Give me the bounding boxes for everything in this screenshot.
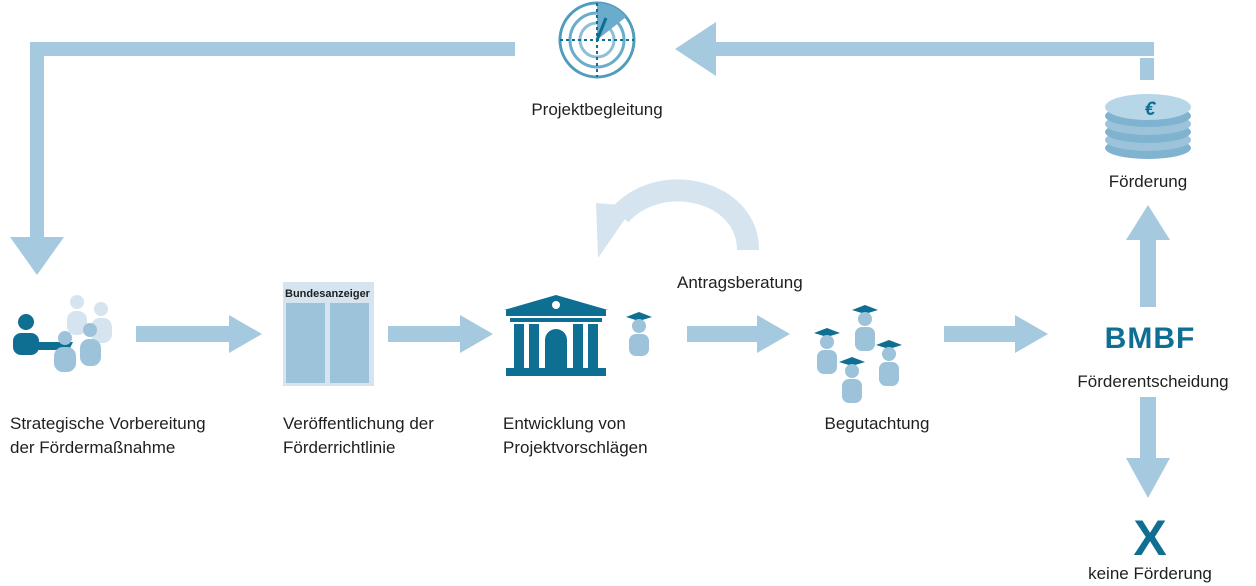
loop-arrow-left [10, 42, 515, 275]
university-icon [504, 295, 608, 376]
newspaper-icon: Bundesanzeiger [283, 282, 374, 386]
monitoring-label: Projektbegleitung [531, 100, 663, 119]
bmbf-label: BMBF [1104, 322, 1196, 355]
decision-label: Förderentscheidung [1077, 372, 1229, 391]
step-review-label: Begutachtung [824, 414, 930, 433]
loop-arrow-right [675, 22, 1154, 80]
no-funding-mark: X [1133, 510, 1167, 566]
step-strategy-line-2: der Fördermaßnahme [10, 438, 176, 457]
graduate-icon [626, 312, 652, 356]
euro-symbol: € [1145, 99, 1157, 120]
step-publication-line-1: Veröffentlichung der [283, 414, 434, 433]
reviewers-icon [814, 305, 902, 403]
consulting-label: Antragsberatung [677, 273, 803, 292]
funding-label: Förderung [1108, 172, 1188, 191]
step-development-line-2: Projektvorschlägen [503, 438, 648, 457]
people-group-icon [13, 295, 112, 372]
flow-arrow-4 [944, 315, 1048, 353]
step-strategy-line-1: Strategische Vorbereitung [10, 414, 206, 433]
coin-stack-icon: € [1105, 94, 1191, 159]
arrow-to-funding [1126, 205, 1170, 307]
no-funding-label: keine Förderung [1088, 564, 1212, 583]
radar-icon [558, 1, 636, 79]
flow-arrow-3 [687, 315, 790, 353]
newspaper-title: Bundesanzeiger [285, 288, 371, 300]
arrow-to-no-funding [1126, 397, 1170, 498]
cycle-arrow-icon [596, 179, 759, 258]
flow-arrow-2 [388, 315, 493, 353]
step-development-label: Entwicklung von Projektvorschlägen [503, 412, 648, 460]
step-development-line-1: Entwicklung von [503, 414, 626, 433]
step-publication-label: Veröffentlichung der Förderrichtlinie [283, 412, 434, 460]
step-strategy-label: Strategische Vorbereitung der Fördermaßn… [10, 412, 206, 460]
step-publication-line-2: Förderrichtlinie [283, 438, 396, 457]
flow-arrow-1 [136, 315, 262, 353]
